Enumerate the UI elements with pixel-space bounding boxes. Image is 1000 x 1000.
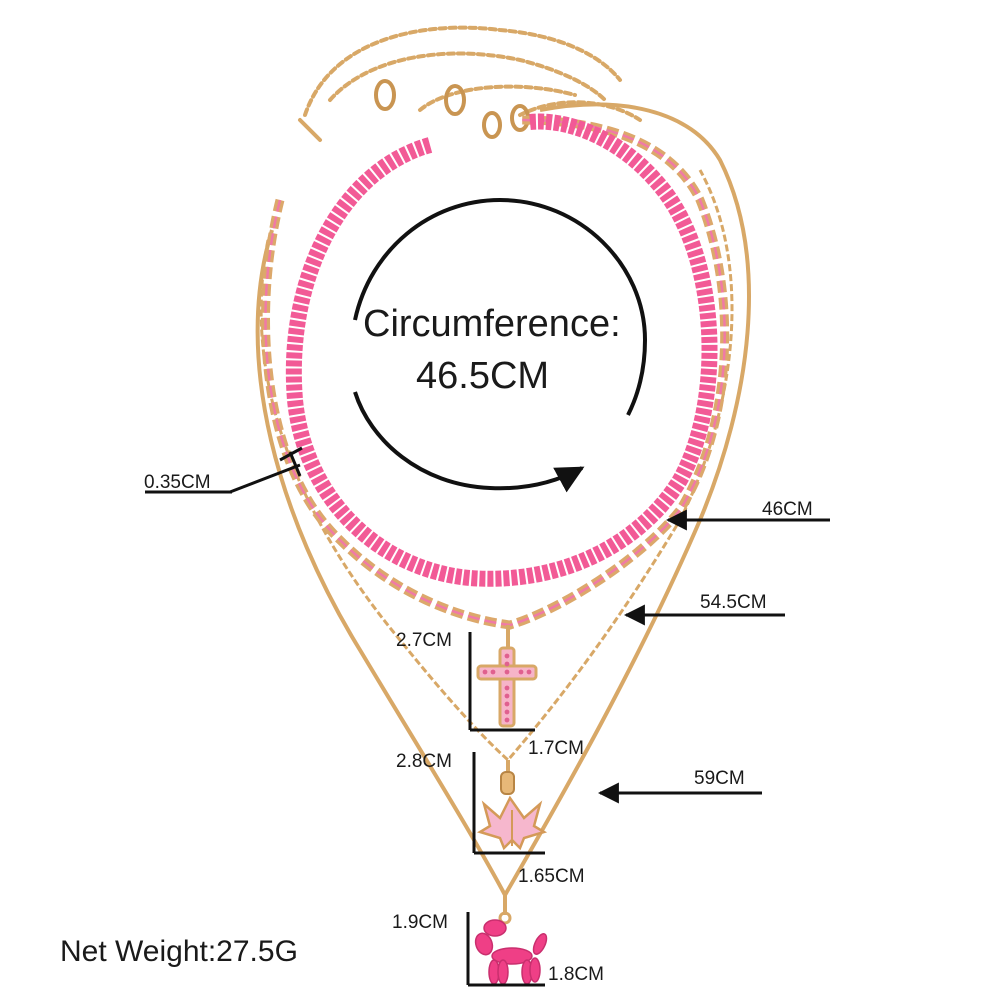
circumference-title: Circumference: xyxy=(363,303,621,345)
cross-width-label: 1.7CM xyxy=(528,738,584,759)
snake-chain-length-label: 59CM xyxy=(694,768,745,789)
leaf-height-label: 2.8CM xyxy=(396,751,452,772)
bead-width-label: 0.35CM xyxy=(144,472,211,493)
pendant-dimension-brackets xyxy=(466,632,545,987)
circumference-arrow-lower xyxy=(353,391,585,493)
snake-chain xyxy=(255,102,751,900)
cross-height-label: 2.7CM xyxy=(396,630,452,651)
bead-choker xyxy=(285,113,718,587)
bead-width-marker xyxy=(145,446,303,494)
circumference-arrow xyxy=(353,197,648,416)
circumference-value: 46.5CM xyxy=(416,355,550,397)
net-weight-label: Net Weight:27.5G xyxy=(60,935,298,968)
cross-pendant xyxy=(476,625,538,728)
choker-length-label: 46CM xyxy=(762,499,813,520)
extender-chains xyxy=(298,25,642,142)
dog-height-label: 1.9CM xyxy=(392,912,448,933)
balloon-dog-pendant xyxy=(474,895,548,985)
leaf-pendant xyxy=(476,760,548,851)
lobster-clasps xyxy=(374,79,530,139)
length-leaders xyxy=(597,509,830,804)
leaf-width-label: 1.65CM xyxy=(518,866,585,887)
dog-width-label: 1.8CM xyxy=(548,964,604,985)
cross-chain-length-label: 54.5CM xyxy=(700,592,767,613)
